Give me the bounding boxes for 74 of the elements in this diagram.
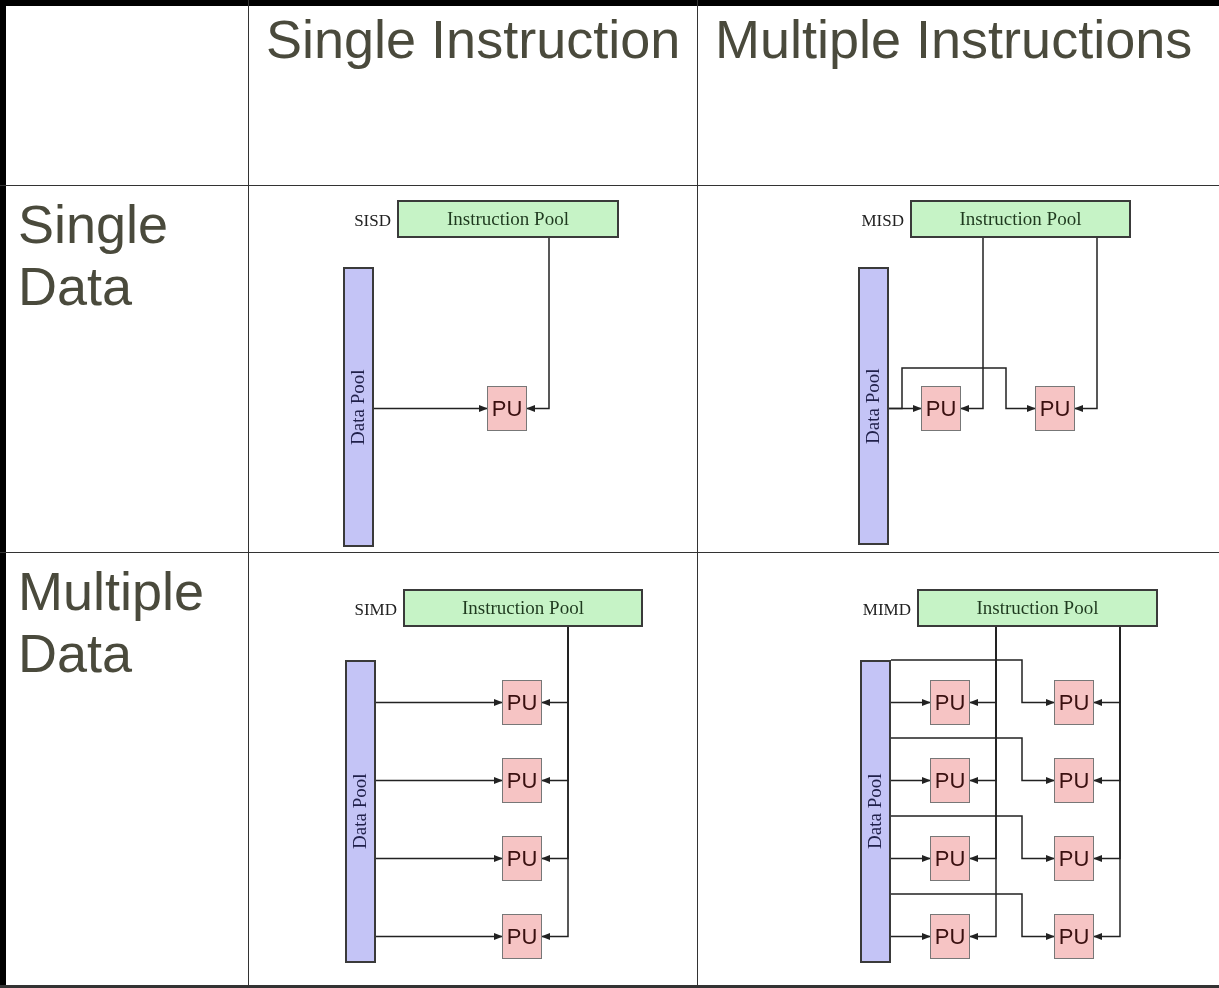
arrow (890, 932, 931, 941)
processing-unit-box (1054, 836, 1094, 881)
arrow (375, 698, 503, 707)
node-label: Data Pool (863, 773, 887, 850)
arrow (890, 737, 1055, 785)
arrow (373, 404, 488, 413)
node-label: Data Pool (348, 773, 372, 850)
data-pool-bar (858, 267, 889, 545)
mode-label: SIMD (353, 599, 397, 621)
header-text: Multiple Data (18, 560, 206, 684)
processing-unit-box (502, 914, 542, 959)
mode-label: SISD (353, 210, 391, 232)
processing-unit-box (930, 836, 970, 881)
processing-unit-box (921, 386, 961, 431)
arrow (888, 367, 1036, 413)
arrow (890, 815, 1055, 863)
arrow (541, 626, 569, 941)
processing-unit-box (930, 680, 970, 725)
arrow (375, 776, 503, 785)
processing-unit-box (930, 914, 970, 959)
arrow (526, 237, 550, 413)
instruction-pool-box (917, 589, 1158, 627)
node-label: Instruction Pool (976, 595, 1099, 620)
node-label: Data Pool (346, 369, 370, 445)
processing-unit-box (1054, 758, 1094, 803)
processing-unit-box (1054, 914, 1094, 959)
node-label: Instruction Pool (959, 206, 1082, 231)
mode-label: MISD (860, 210, 904, 232)
instruction-pool-box (910, 200, 1131, 238)
arrow (375, 854, 503, 863)
node-label: PU (925, 395, 957, 423)
node-label: PU (934, 845, 966, 873)
processing-unit-box (502, 680, 542, 725)
header-text: Single Instruction (266, 8, 682, 70)
processing-unit-box (502, 758, 542, 803)
node-label: Instruction Pool (462, 595, 584, 620)
node-label: PU (1058, 689, 1090, 717)
data-pool-bar (860, 660, 891, 963)
arrow (890, 776, 931, 785)
node-label: PU (934, 767, 966, 795)
arrow (890, 659, 1055, 707)
node-label: PU (934, 689, 966, 717)
node-label: PU (506, 923, 538, 951)
header-text: Multiple Instructions (715, 8, 1194, 70)
node-label: PU (491, 395, 523, 423)
processing-unit-box (487, 386, 527, 431)
header-text: Single Data (18, 193, 170, 317)
arrow (890, 854, 931, 863)
arrow (375, 932, 503, 941)
arrow (1093, 626, 1121, 941)
arrow (890, 698, 931, 707)
arrow (960, 237, 984, 413)
arrow (969, 626, 997, 941)
processing-unit-box (930, 758, 970, 803)
node-label: PU (506, 845, 538, 873)
data-pool-bar (343, 267, 374, 547)
node-label: PU (506, 767, 538, 795)
node-label: PU (934, 923, 966, 951)
processing-unit-box (1035, 386, 1075, 431)
node-label: Instruction Pool (447, 206, 569, 231)
node-label: PU (506, 689, 538, 717)
arrow (1074, 237, 1098, 413)
node-label: PU (1058, 923, 1090, 951)
node-label: PU (1058, 845, 1090, 873)
instruction-pool-box (397, 200, 619, 238)
processing-unit-box (502, 836, 542, 881)
data-pool-bar (345, 660, 376, 963)
processing-unit-box (1054, 680, 1094, 725)
instruction-pool-box (403, 589, 643, 627)
arrow (890, 893, 1055, 941)
node-label: Data Pool (861, 368, 885, 444)
mode-label: MIMD (861, 599, 911, 621)
node-label: PU (1039, 395, 1071, 423)
node-label: PU (1058, 767, 1090, 795)
